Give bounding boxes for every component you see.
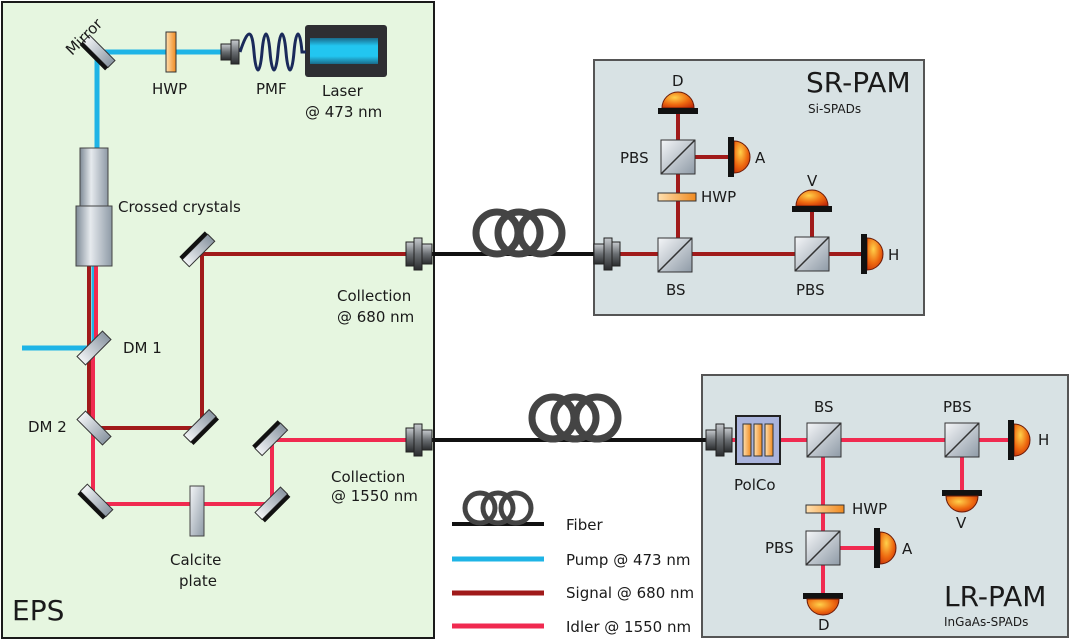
laser-label-line1: Laser	[322, 82, 364, 100]
lr-pbs2-icon	[805, 530, 841, 566]
lr-detector-h-icon	[1008, 420, 1031, 460]
legend: Fiber Pump @ 473 nm Signal @ 680 nm Idle…	[452, 490, 694, 636]
sr-hwp-icon	[657, 192, 697, 202]
sr-det-h-label: H	[888, 246, 899, 264]
crystal-1-icon	[79, 147, 109, 207]
sr-pbs1-icon	[660, 139, 696, 175]
lr-pbs1-label: PBS	[943, 398, 972, 416]
coupler-1550-icon	[405, 423, 433, 457]
sr-pbs2-icon	[794, 236, 830, 272]
lr-pam-title: LR-PAM	[944, 580, 1046, 613]
lr-hwp-label: HWP	[852, 500, 887, 518]
dm1-label: DM 1	[123, 339, 162, 357]
collection-680-line1: Collection	[337, 287, 411, 305]
legend-fiber-icon	[452, 490, 544, 526]
mirror-signal-upper-icon	[179, 231, 216, 268]
sr-detector-a-icon	[728, 137, 751, 177]
sr-hwp-label: HWP	[701, 188, 736, 206]
sr-pbs2-label: PBS	[796, 281, 825, 299]
lr-detector-v-icon	[942, 490, 982, 513]
polco-label: PolCo	[734, 476, 776, 494]
lr-pbs2-label: PBS	[765, 539, 794, 557]
sr-bs-icon	[657, 237, 693, 273]
sr-pam-title: SR-PAM	[806, 66, 911, 99]
sr-detector-v-icon	[792, 189, 832, 212]
eps-title: EPS	[12, 594, 64, 627]
mirror-idler-bl-icon	[77, 483, 114, 520]
collection-680-line2: @ 680 nm	[337, 308, 414, 326]
sr-pam-box	[593, 59, 925, 316]
pmf-label: PMF	[256, 80, 287, 98]
sr-bs-label: BS	[666, 281, 686, 299]
calcite-label-line2: plate	[179, 572, 217, 590]
crystals-label: Crossed crystals	[118, 198, 241, 216]
crystal-2-icon	[75, 205, 113, 267]
lr-pam-subtitle: InGaAs-SPADs	[944, 615, 1028, 629]
sr-detector-h-icon	[861, 234, 884, 274]
lr-coupler-icon	[705, 423, 733, 457]
coupler-680-icon	[405, 237, 433, 271]
lr-det-h-label: H	[1038, 431, 1049, 449]
legend-pump-label: Pump @ 473 nm	[566, 551, 690, 569]
sr-pbs1-label: PBS	[620, 149, 649, 167]
lr-det-v-label: V	[956, 514, 967, 532]
sr-det-v-label: V	[807, 172, 818, 190]
laser-label-line2: @ 473 nm	[305, 103, 382, 121]
lr-hwp-icon	[805, 504, 845, 514]
sr-detector-d-icon	[658, 91, 698, 114]
hwp-pump-icon	[165, 31, 177, 73]
calcite-label-line1: Calcite	[170, 551, 221, 569]
lr-detector-d-icon	[803, 593, 843, 616]
dm2-label: DM 2	[28, 418, 67, 436]
legend-idler-label: Idler @ 1550 nm	[566, 618, 691, 636]
collection-1550-line2: @ 1550 nm	[331, 487, 418, 505]
legend-fiber-label: Fiber	[566, 516, 603, 534]
sr-det-d-label: D	[672, 72, 684, 90]
lr-det-a-label: A	[902, 540, 913, 558]
lr-bs-icon	[806, 422, 842, 458]
sr-pam-subtitle: Si-SPADs	[808, 102, 861, 116]
mirror-idler-br-icon	[254, 486, 291, 523]
mirror-icon	[79, 34, 116, 71]
mirror-idler-tr-icon	[252, 420, 289, 457]
dm1-icon	[76, 330, 112, 366]
hwp-pump-label: HWP	[152, 80, 187, 98]
pmf-connector-icon	[220, 39, 240, 65]
sr-det-a-label: A	[755, 149, 766, 167]
sr-coupler-icon	[593, 237, 621, 271]
lr-det-d-label: D	[818, 616, 830, 634]
legend-signal-label: Signal @ 680 nm	[566, 584, 694, 602]
fiber-1550	[430, 393, 710, 443]
fiber-680	[430, 208, 600, 258]
dm2-icon	[76, 410, 112, 446]
laser-icon	[305, 25, 387, 77]
lr-detector-a-icon	[874, 528, 897, 568]
lr-bs-label: BS	[814, 398, 834, 416]
calcite-plate-icon	[189, 485, 205, 537]
collection-1550-line1: Collection	[331, 468, 405, 486]
lr-pbs1-icon	[944, 422, 980, 458]
pmf-coil-icon	[238, 32, 306, 72]
eps-box	[1, 1, 435, 639]
mirror-signal-lower-icon	[182, 408, 219, 445]
polco-icon	[735, 415, 781, 465]
